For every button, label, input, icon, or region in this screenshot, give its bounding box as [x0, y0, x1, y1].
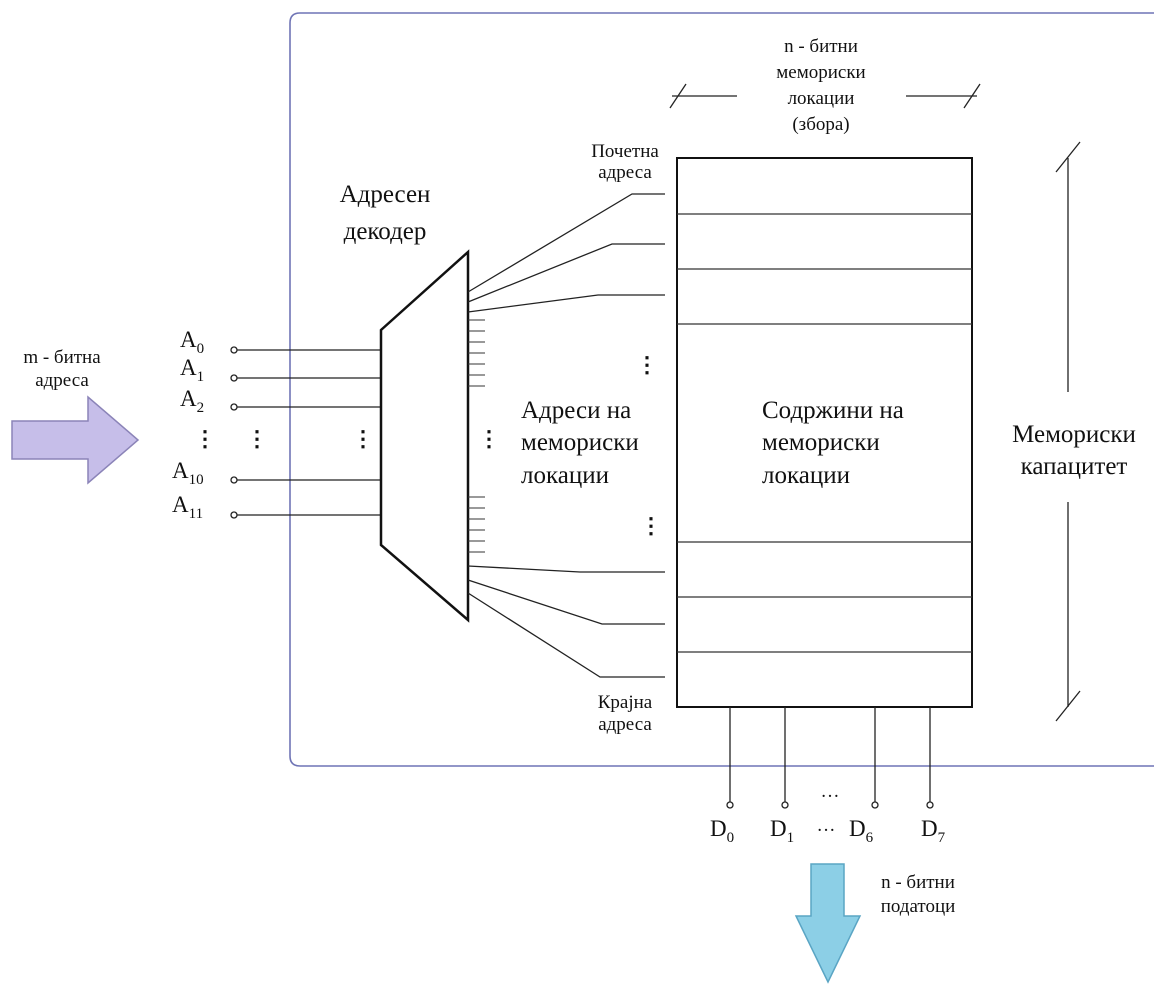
end-address-label-line-1: Крајна [598, 692, 653, 713]
pin-label-a10: A10 [172, 458, 204, 488]
pin-label-a1: A1 [180, 355, 204, 385]
input-address-arrow [11, 395, 140, 485]
memory-array [676, 157, 973, 708]
decoder-output-stubs [468, 319, 485, 553]
pin-terminal [230, 511, 238, 519]
data-ellipsis-mid: ··· [817, 820, 836, 841]
input-label-line-1: m - битна [23, 347, 101, 368]
address-ellipsis-lower: ⋮ [640, 513, 662, 538]
address-decoder [379, 249, 470, 623]
contents-label-line-1: Содржини на [762, 397, 904, 424]
start-address-label-line-1: Почетна [591, 141, 659, 162]
data-pin-label-d7: D7 [921, 816, 946, 846]
memory-chip-frame [289, 12, 1154, 767]
data-ellipsis-top: … [821, 781, 840, 802]
end-address-label-line-2: адреса [598, 714, 652, 735]
data-pin-label-d0: D0 [710, 816, 734, 846]
data-pins [726, 707, 934, 809]
address-lines [467, 193, 665, 678]
input-label-line-2: адреса [35, 370, 89, 391]
addresses-label-line-1: Адреси на [521, 397, 631, 424]
contents-label-line-2: мемориски [762, 429, 880, 456]
word-label-line-1: n - битни [784, 36, 858, 57]
capacity-label-line-2: капацитет [1021, 453, 1128, 480]
decoder-label-line-1: Адресен [340, 181, 431, 208]
pin-ellipsis: ⋮ [194, 426, 216, 451]
pin-label-a11: A11 [172, 492, 203, 522]
pin-terminal [230, 346, 238, 354]
word-width-dimension [669, 83, 981, 109]
data-pin-label-d6: D6 [849, 816, 874, 846]
capacity-label-line-1: Мемориски [1012, 421, 1136, 448]
addresses-label-line-2: мемориски [521, 429, 639, 456]
line-ellipsis: ⋮ [246, 426, 268, 451]
start-address-label-line-2: адреса [598, 162, 652, 183]
output-label-line-2: податоци [881, 896, 956, 917]
capacity-dimension [1055, 141, 1081, 722]
pin-terminal [230, 403, 238, 411]
decoder-label-line-2: декодер [344, 218, 427, 245]
pin-terminal [230, 374, 238, 382]
word-label-line-4: (збора) [792, 114, 849, 135]
output-data-arrow [794, 863, 862, 984]
address-ellipsis-upper: ⋮ [636, 352, 658, 377]
decoder-input-ellipsis: ⋮ [352, 426, 374, 451]
data-pin-label-d1: D1 [770, 816, 794, 846]
pin-terminal [230, 476, 238, 484]
decoder-output-ellipsis: ⋮ [478, 426, 500, 451]
address-pins [230, 346, 381, 519]
output-label-line-1: n - битни [881, 872, 955, 893]
addresses-label-line-3: локации [521, 462, 609, 489]
word-label-line-2: мемориски [776, 62, 865, 83]
word-label-line-3: локации [788, 88, 855, 109]
pin-label-a0: A0 [180, 327, 204, 357]
contents-label-line-3: локации [762, 462, 850, 489]
memory-word-dividers [677, 213, 972, 653]
pin-label-a2: A2 [180, 386, 204, 416]
